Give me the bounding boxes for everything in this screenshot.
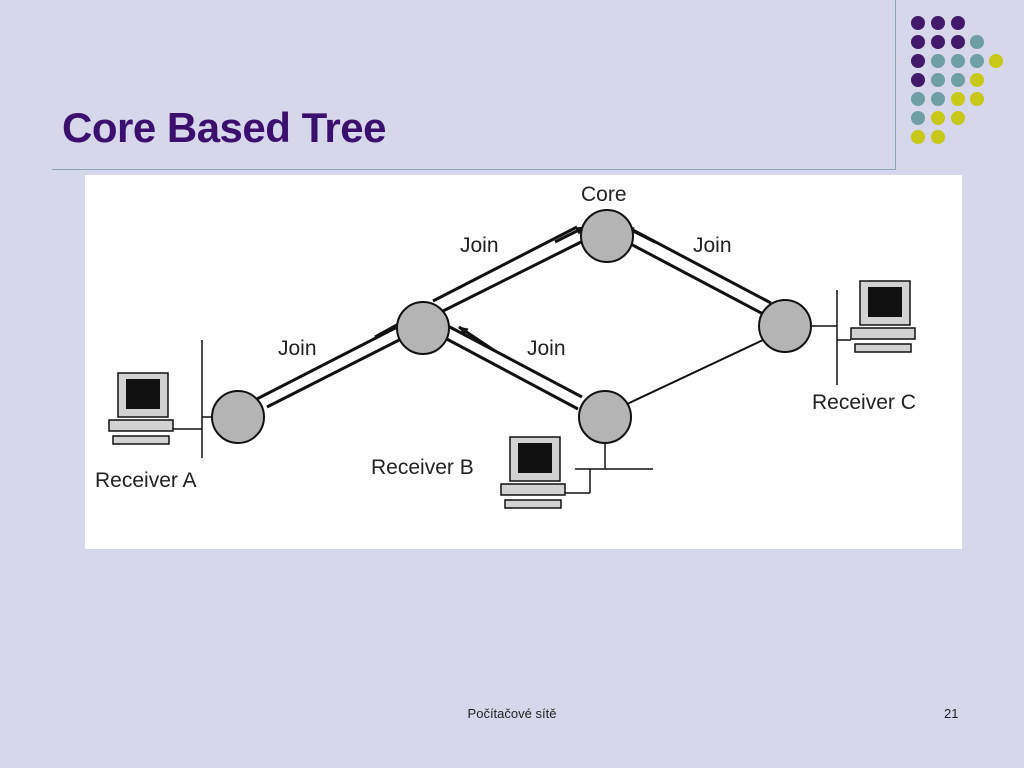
router-icon — [211, 390, 265, 444]
dot — [911, 73, 925, 87]
computer-icon — [850, 280, 916, 353]
core-based-tree-diagram: Core Join Join Join Join Receiver A Rece… — [85, 175, 962, 549]
dot — [931, 130, 945, 144]
dot — [970, 35, 984, 49]
dot — [931, 111, 945, 125]
dot — [931, 73, 945, 87]
router-icon — [578, 390, 632, 444]
core-label: Core — [581, 183, 627, 206]
dot — [951, 35, 965, 49]
router-icon — [396, 301, 450, 355]
dot — [911, 54, 925, 68]
join-label: Join — [278, 337, 317, 360]
router-icon — [758, 299, 812, 353]
dot — [911, 16, 925, 30]
dot — [970, 54, 984, 68]
join-link-a-to-left — [252, 322, 408, 409]
computer-icon — [500, 436, 566, 509]
dot — [989, 54, 1003, 68]
slide-title: Core Based Tree — [62, 104, 387, 151]
dot — [911, 92, 925, 106]
page-number: 21 — [944, 706, 959, 721]
header-vertical-rule — [895, 0, 896, 170]
footer-text: Počítačové sítě — [467, 706, 557, 721]
header-horizontal-rule — [52, 169, 896, 170]
dot — [911, 130, 925, 144]
dot — [970, 73, 984, 87]
dot — [931, 92, 945, 106]
receiver-a-label: Receiver A — [95, 469, 197, 492]
dot — [931, 54, 945, 68]
dot — [931, 35, 945, 49]
decorative-dot-grid — [911, 16, 1003, 144]
join-link-left-to-core — [432, 225, 584, 316]
join-label: Join — [693, 234, 732, 257]
computer-icon — [108, 372, 174, 445]
dot — [951, 54, 965, 68]
core-router-icon — [580, 209, 634, 263]
join-arrow — [458, 325, 496, 353]
join-link-b-to-left — [442, 323, 583, 411]
dot — [931, 16, 945, 30]
join-label: Join — [527, 337, 566, 360]
link-b-to-right — [624, 339, 764, 406]
dot — [911, 111, 925, 125]
dot — [951, 92, 965, 106]
diagram-canvas: Core Join Join Join Join Receiver A Rece… — [95, 183, 916, 509]
dot — [911, 35, 925, 49]
receiver-c-label: Receiver C — [812, 391, 916, 414]
receiver-b-label: Receiver B — [371, 456, 474, 479]
join-label: Join — [460, 234, 499, 257]
dot — [951, 73, 965, 87]
dot — [951, 16, 965, 30]
dot — [970, 92, 984, 106]
join-arrow — [554, 225, 586, 244]
dot — [951, 111, 965, 125]
